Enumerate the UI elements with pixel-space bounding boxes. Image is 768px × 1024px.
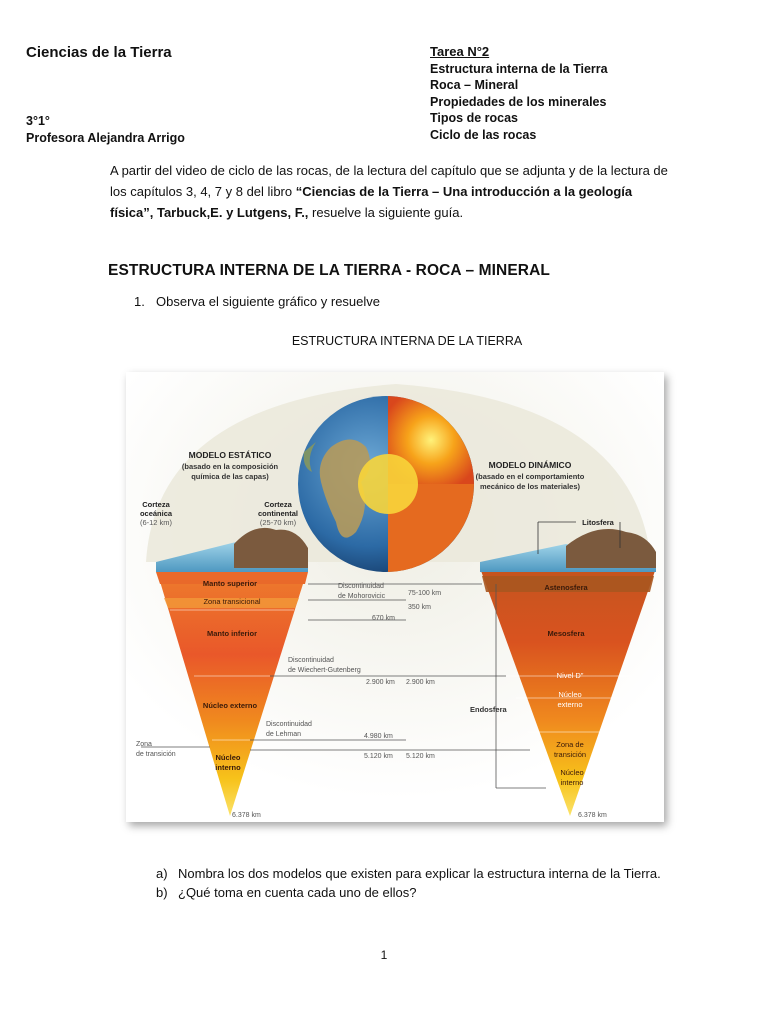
label-inner-core: interno xyxy=(215,763,241,772)
static-model-title: MODELO ESTÁTICO xyxy=(189,450,272,460)
label-moho: de Mohorovicic xyxy=(338,593,386,600)
page-number: 1 xyxy=(0,948,768,962)
topic-item: Estructura interna de la Tierra xyxy=(430,61,608,78)
label-inner-core-right: interno xyxy=(561,778,584,787)
depth-4980: 4.980 km xyxy=(364,733,393,740)
label-wg: de Wiechert-Gutenberg xyxy=(288,667,361,674)
label-transition-zone: Zona transicional xyxy=(203,597,260,606)
label-outer-core-right: Núcleo xyxy=(558,690,581,699)
depth-2900-right: 2.900 km xyxy=(406,679,435,686)
question-text: Nombra los dos modelos que existen para … xyxy=(178,864,661,883)
section-title: ESTRUCTURA INTERNA DE LA TIERRA - ROCA –… xyxy=(108,262,550,280)
depth-5120-right: 5.120 km xyxy=(406,753,435,760)
label-endosphere: Endosfera xyxy=(470,705,508,714)
question-number: 1. xyxy=(134,294,156,309)
teacher-name: Profesora Alejandra Arrigo xyxy=(26,130,185,147)
question-b: b) ¿Qué toma en cuenta cada uno de ellos… xyxy=(156,883,676,902)
label-continental: Corteza xyxy=(264,500,292,509)
depth-350: 350 km xyxy=(408,604,431,611)
label-transition-right: transición xyxy=(554,750,586,759)
label-d-level: Nivel D” xyxy=(557,671,584,680)
label-outer-core: Núcleo externo xyxy=(203,701,258,710)
task-title: Tarea N°2 xyxy=(430,44,608,61)
dynamic-model-title: MODELO DINÁMICO xyxy=(489,460,572,470)
dynamic-model-subtitle: mecánico de los materiales) xyxy=(480,482,581,491)
depth-5120-left: 5.120 km xyxy=(364,753,393,760)
label-continental: continental xyxy=(258,509,298,518)
label-transition-left: Zona xyxy=(136,741,152,748)
label-oceanic: Corteza xyxy=(142,500,170,509)
depth-2900-left: 2.900 km xyxy=(366,679,395,686)
earth-structure-diagram: MODELO ESTÁTICO MODELO DINÁMICO (basado … xyxy=(126,372,664,822)
topic-item: Ciclo de las rocas xyxy=(430,127,608,144)
label-transition-right: Zona de xyxy=(556,740,584,749)
label-lithosphere: Litosfera xyxy=(582,518,615,527)
label-mesosphere: Mesosfera xyxy=(547,629,585,638)
label-lehman: de Lehman xyxy=(266,731,301,738)
topic-item: Propiedades de los minerales xyxy=(430,94,608,111)
depth-6378-right: 6.378 km xyxy=(578,812,607,819)
question-a: a) Nombra los dos modelos que existen pa… xyxy=(156,864,676,883)
dynamic-model-subtitle: (basado en el comportamiento xyxy=(476,472,585,481)
label-inner-core-right: Núcleo xyxy=(560,768,583,777)
label-outer-core-right: externo xyxy=(557,700,582,709)
depth-6378-left: 6.378 km xyxy=(232,812,261,819)
topic-item: Roca – Mineral xyxy=(430,77,608,94)
question-text: Observa el siguiente gráfico y resuelve xyxy=(156,294,380,309)
task-block: Tarea N°2 Estructura interna de la Tierr… xyxy=(430,44,608,143)
label-lower-mantle: Manto inferior xyxy=(207,629,257,638)
figure-title: ESTRUCTURA INTERNA DE LA TIERRA xyxy=(0,334,768,348)
question-text: ¿Qué toma en cuenta cada uno de ellos? xyxy=(178,883,417,902)
course-title: Ciencias de la Tierra xyxy=(26,44,172,61)
depth-670: 670 km xyxy=(372,615,395,622)
label-transition-left: de transición xyxy=(136,751,176,758)
static-model-subtitle: química de las capas) xyxy=(191,472,269,481)
label-lehman: Discontinuidad xyxy=(266,721,312,728)
question-label: a) xyxy=(156,864,178,883)
static-model-subtitle: (basado en la composición xyxy=(182,462,279,471)
label-oceanic-range: (6-12 km) xyxy=(140,518,173,527)
label-continental-range: (25-70 km) xyxy=(260,518,297,527)
label-upper-mantle: Manto superior xyxy=(203,579,257,588)
earth-globe xyxy=(298,396,474,572)
intro-text-end: resuelve la siguiente guía. xyxy=(308,205,463,220)
label-oceanic: oceánica xyxy=(140,509,173,518)
label-moho: Discontinuidad xyxy=(338,583,384,590)
intro-paragraph: A partir del video de ciclo de las rocas… xyxy=(110,160,670,223)
label-wg: Discontinuidad xyxy=(288,657,334,664)
depth-75-100: 75-100 km xyxy=(408,590,441,597)
question-label: b) xyxy=(156,883,178,902)
label-inner-core: Núcleo xyxy=(215,753,240,762)
grade-label: 3°1° xyxy=(26,113,50,130)
earth-structure-figure: MODELO ESTÁTICO MODELO DINÁMICO (basado … xyxy=(126,372,664,822)
topic-item: Tipos de rocas xyxy=(430,110,608,127)
question-1: 1.Observa el siguiente gráfico y resuelv… xyxy=(134,294,380,309)
question-list: a) Nombra los dos modelos que existen pa… xyxy=(156,864,676,902)
label-asthenosphere: Astenosfera xyxy=(544,583,588,592)
